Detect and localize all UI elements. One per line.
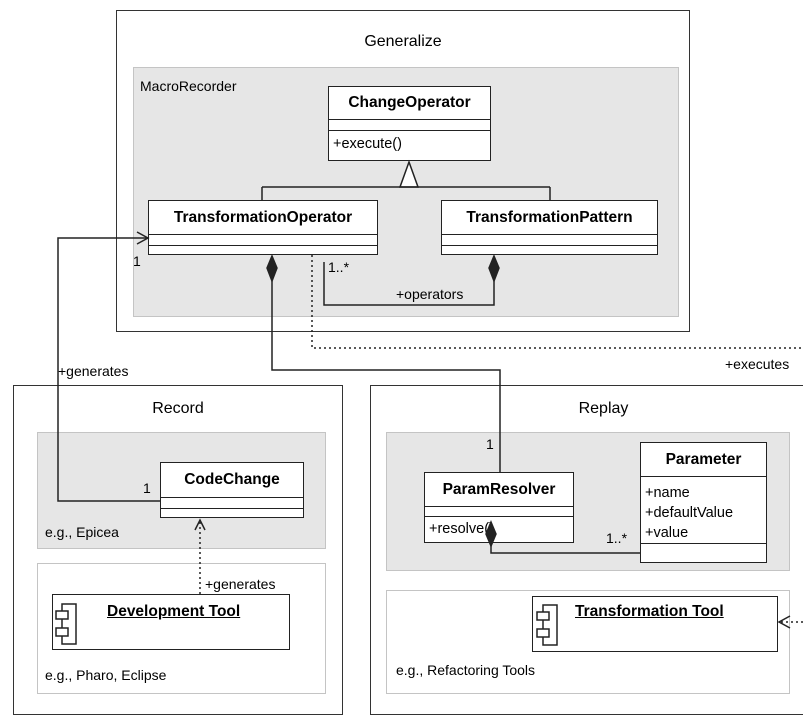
execute-operation: +execute() [329,130,490,157]
operators-label: +operators [396,286,464,302]
pharo-eclipse-label: e.g., Pharo, Eclipse [45,667,167,683]
resolve-operation: +resolve() [425,516,573,542]
code-change-class[interactable]: CodeChange [160,462,304,518]
parameter-multiplicity: 1..* [606,530,628,546]
transformation-pattern-class[interactable]: TransformationPattern [441,200,658,255]
parameter-attr-value: +value [645,525,689,541]
operators-multiplicity: 1..* [328,259,350,275]
param-resolver-class[interactable]: ParamResolver +resolve() [424,472,574,543]
transformation-pattern-name: TransformationPattern [466,209,633,226]
change-operator-name: ChangeOperator [348,94,471,111]
transformation-tool-component[interactable]: Transformation Tool [532,596,778,652]
generates-top-label: +generates [58,363,129,379]
code-change-multiplicity: 1 [143,480,151,496]
executes-label: +executes [725,356,790,372]
parameter-attr-default-value: +defaultValue [645,505,734,521]
record-title: Record [152,400,204,417]
param-resolver-multiplicity: 1 [486,436,494,452]
parameter-attr-name: +name [645,485,690,501]
development-tool-name: Development Tool [107,603,241,620]
transformation-operator-name: TransformationOperator [173,209,353,226]
change-operator-class[interactable]: ChangeOperator +execute() [328,86,491,161]
macro-recorder-label: MacroRecorder [140,78,237,94]
transformation-tool-name: Transformation Tool [575,603,724,620]
epicea-label: e.g., Epicea [45,524,119,540]
generates-bottom-label: +generates [205,576,276,592]
development-tool-component[interactable]: Development Tool [52,594,290,650]
replay-title: Replay [578,400,629,417]
transformation-operator-class[interactable]: TransformationOperator [148,200,378,255]
code-change-name: CodeChange [184,471,280,488]
parameter-name: Parameter [665,451,742,468]
generalize-title: Generalize [364,33,442,50]
param-resolver-name: ParamResolver [442,481,556,498]
parameter-class[interactable]: Parameter +name +defaultValue +value [640,442,767,563]
transformation-operator-multiplicity: 1 [133,253,141,269]
refactoring-tools-label: e.g., Refactoring Tools [396,662,536,678]
